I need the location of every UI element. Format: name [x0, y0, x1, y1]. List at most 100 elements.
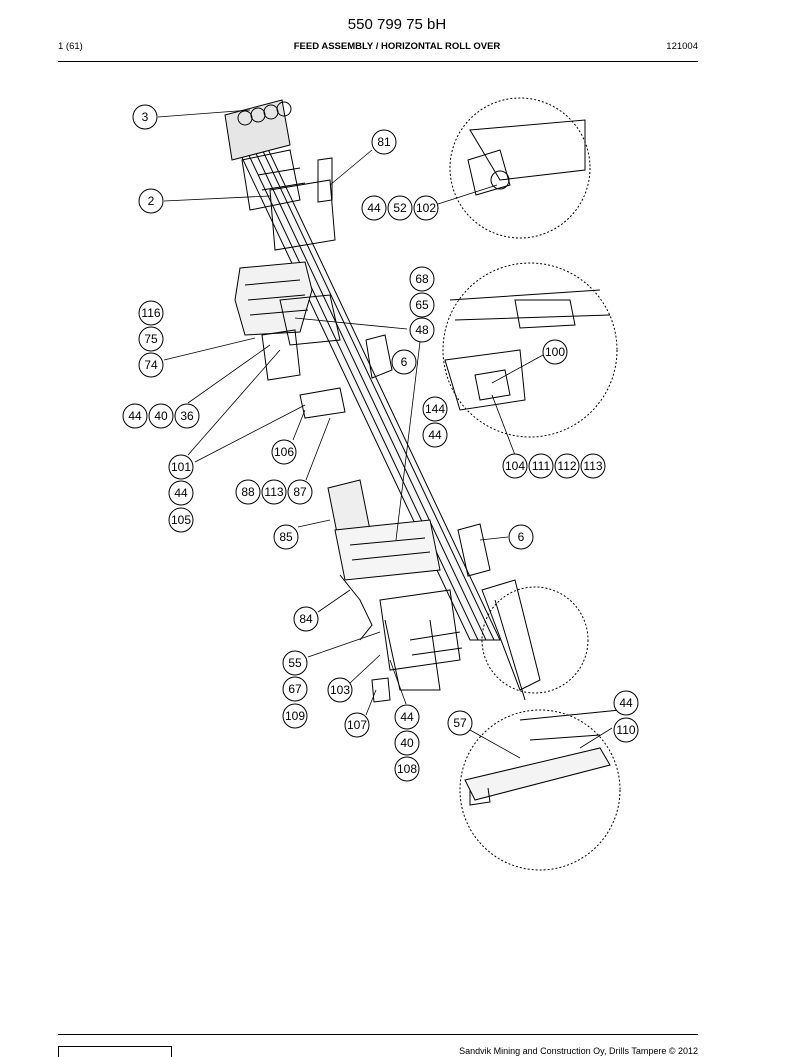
date-code: 121004 — [666, 41, 698, 52]
callout-label: 84 — [299, 612, 313, 626]
callout-55[interactable]: 55 — [282, 650, 308, 676]
callout-100[interactable]: 100 — [542, 339, 568, 365]
callout-label: 111 — [532, 459, 551, 473]
callout-label: 103 — [330, 683, 350, 697]
callout-label: 36 — [180, 409, 194, 423]
callout-label: 105 — [171, 513, 191, 527]
callout-40[interactable]: 40 — [148, 403, 174, 429]
callout-107[interactable]: 107 — [344, 712, 370, 738]
callout-label: 112 — [557, 459, 576, 473]
callout-74[interactable]: 74 — [138, 352, 164, 378]
callout-48[interactable]: 48 — [409, 317, 435, 343]
callout-label: 44 — [400, 710, 414, 724]
callout-label: 85 — [279, 530, 293, 544]
callout-label: 68 — [415, 272, 429, 286]
callout-36[interactable]: 36 — [174, 403, 200, 429]
callout-label: 3 — [142, 110, 149, 124]
callout-label: 87 — [293, 485, 307, 499]
leader-lines — [157, 109, 613, 759]
callout-label: 40 — [154, 409, 168, 423]
callout-67[interactable]: 67 — [282, 676, 308, 702]
company-logo — [58, 1046, 172, 1057]
callout-6[interactable]: 6 — [508, 524, 534, 550]
callout-label: 116 — [141, 306, 160, 320]
callout-81[interactable]: 81 — [371, 129, 397, 155]
callout-label: 88 — [241, 485, 255, 499]
callout-label: 57 — [453, 716, 467, 730]
callout-label: 75 — [144, 332, 158, 346]
callout-109[interactable]: 109 — [282, 703, 308, 729]
callout-84[interactable]: 84 — [293, 606, 319, 632]
callout-108[interactable]: 108 — [394, 756, 420, 782]
callout-44[interactable]: 44 — [394, 704, 420, 730]
callout-87[interactable]: 87 — [287, 479, 313, 505]
callout-label: 108 — [397, 762, 417, 776]
callout-113[interactable]: 113 — [580, 453, 606, 479]
callout-label: 106 — [274, 445, 294, 459]
page-title: FEED ASSEMBLY / HORIZONTAL ROLL OVER — [293, 41, 501, 52]
callout-label: 44 — [428, 428, 442, 442]
callout-label: 81 — [377, 135, 391, 149]
detail-views — [442, 97, 621, 871]
callout-label: 107 — [347, 718, 367, 732]
callout-label: 44 — [619, 696, 633, 710]
callout-85[interactable]: 85 — [273, 524, 299, 550]
callout-44[interactable]: 44 — [122, 403, 148, 429]
callout-116[interactable]: 116 — [138, 300, 164, 326]
callout-44[interactable]: 44 — [613, 690, 639, 716]
document-number: 550 799 75 bH — [347, 16, 447, 33]
callout-44[interactable]: 44 — [422, 422, 448, 448]
callout-label: 110 — [616, 723, 635, 737]
callout-3[interactable]: 3 — [132, 104, 158, 130]
callout-label: 52 — [393, 201, 407, 215]
callout-label: 6 — [518, 530, 525, 544]
callout-label: 113 — [583, 459, 602, 473]
callout-label: 55 — [288, 656, 302, 670]
callout-label: 44 — [174, 486, 188, 500]
callout-label: 6 — [401, 355, 408, 369]
callout-label: 67 — [288, 682, 302, 696]
callout-label: 113 — [264, 485, 283, 499]
callout-75[interactable]: 75 — [138, 326, 164, 352]
callout-label: 74 — [144, 358, 158, 372]
callout-68[interactable]: 68 — [409, 266, 435, 292]
callout-44[interactable]: 44 — [361, 195, 387, 221]
callout-105[interactable]: 105 — [168, 507, 194, 533]
callout-label: 144 — [425, 402, 445, 416]
callout-65[interactable]: 65 — [409, 292, 435, 318]
callout-112[interactable]: 112 — [554, 453, 580, 479]
callout-6[interactable]: 6 — [391, 349, 417, 375]
callout-44[interactable]: 44 — [168, 480, 194, 506]
callout-102[interactable]: 102 — [413, 195, 439, 221]
callout-40[interactable]: 40 — [394, 730, 420, 756]
header-rule — [58, 61, 698, 62]
callout-2[interactable]: 2 — [138, 188, 164, 214]
callout-88[interactable]: 88 — [235, 479, 261, 505]
callout-111[interactable]: 111 — [528, 453, 554, 479]
callout-label: 109 — [285, 709, 305, 723]
callout-103[interactable]: 103 — [327, 677, 353, 703]
callout-label: 100 — [545, 345, 565, 359]
callout-110[interactable]: 110 — [613, 717, 639, 743]
callout-label: 44 — [367, 201, 381, 215]
callout-label: 104 — [505, 459, 525, 473]
callout-104[interactable]: 104 — [502, 453, 528, 479]
callout-113[interactable]: 113 — [261, 479, 287, 505]
callout-106[interactable]: 106 — [271, 439, 297, 465]
callout-52[interactable]: 52 — [387, 195, 413, 221]
footer-copyright: Sandvik Mining and Construction Oy, Dril… — [459, 1046, 698, 1056]
callout-label: 2 — [148, 194, 155, 208]
callout-144[interactable]: 144 — [422, 396, 448, 422]
callout-label: 102 — [416, 201, 436, 215]
callout-label: 48 — [415, 323, 429, 337]
footer-rule — [58, 1034, 698, 1035]
callout-label: 44 — [128, 409, 142, 423]
callout-label: 65 — [415, 298, 429, 312]
page-number: 1 (61) — [58, 41, 83, 52]
feed-assembly-illustration — [224, 99, 541, 703]
callout-57[interactable]: 57 — [447, 710, 473, 736]
callout-label: 101 — [171, 460, 191, 474]
callout-label: 40 — [400, 736, 414, 750]
callout-101[interactable]: 101 — [168, 454, 194, 480]
